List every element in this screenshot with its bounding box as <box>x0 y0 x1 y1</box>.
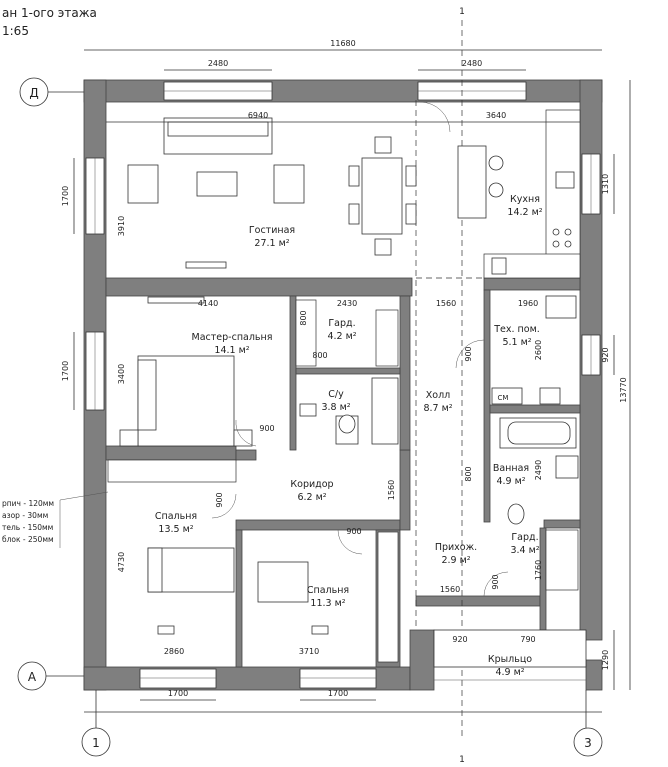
room-bedroom1-area: 13.5 м² <box>158 524 193 535</box>
room-kitchen-name: Кухня <box>510 194 540 205</box>
dim-dressing-small: 800 <box>299 310 308 325</box>
room-bath-area: 4.9 м² <box>496 476 525 487</box>
axis-a-label: А <box>28 670 37 684</box>
room-master-name: Мастер-спальня <box>192 332 273 343</box>
dim-left-window-mid: 1700 <box>61 361 70 381</box>
furniture <box>107 109 587 681</box>
dim-bedroom-door: 900 <box>215 492 224 507</box>
room-living-area: 27.1 м² <box>254 238 289 249</box>
dim-bottom-left-width: 2860 <box>164 647 184 656</box>
dim-bedroom-height: 4730 <box>117 552 126 572</box>
dim-kitchen-width: 3640 <box>486 111 506 120</box>
dimension-lines <box>73 49 631 730</box>
door-swings <box>211 101 509 597</box>
room-wc-name: С/у <box>328 389 344 400</box>
dim-bath-door: 800 <box>464 466 473 481</box>
dim-tech-height: 2600 <box>534 340 543 360</box>
dimension-labels: 11680 2480 2480 6940 3640 3910 4140 2430… <box>61 39 628 698</box>
dim-entry-door: 900 <box>491 574 500 589</box>
dim-hall-door: 900 <box>464 346 473 361</box>
dim-tech-width: 1960 <box>518 299 538 308</box>
room-bedroom2-area: 11.3 м² <box>310 598 345 609</box>
room-hall-area: 8.7 м² <box>423 403 452 414</box>
room-entry-area: 2.9 м² <box>441 555 470 566</box>
axis-1-label: 1 <box>92 736 100 750</box>
dim-dressing2-height: 1760 <box>534 560 543 580</box>
dim-right-window-kitchen: 1310 <box>601 174 610 194</box>
dim-top-window-left: 2480 <box>208 59 228 68</box>
legend-block: блок - 250мм <box>2 535 54 544</box>
axis-3-label: 3 <box>584 736 592 750</box>
dim-porch-height: 1290 <box>601 650 610 670</box>
room-living-name: Гостиная <box>249 225 295 236</box>
dim-left-window-top: 1700 <box>61 186 70 206</box>
room-corridor-name: Коридор <box>290 479 333 490</box>
room-entry-name: Прихож. <box>435 542 477 553</box>
legend-insulation: тель - 150мм <box>2 523 53 532</box>
axis-d-label: Д <box>29 86 38 100</box>
room-bedroom1-name: Спальня <box>155 511 197 522</box>
dim-dressing-width: 2430 <box>337 299 357 308</box>
dim-living-height: 3910 <box>117 216 126 236</box>
axis-markers: Д А 1 3 1 1 <box>17 7 603 765</box>
dim-right-window-tech: 920 <box>601 347 610 362</box>
dim-master-door: 900 <box>259 424 274 433</box>
room-porch-area: 4.9 м² <box>495 667 524 678</box>
washer-label: СМ <box>498 394 509 402</box>
axis-1-marker <box>81 727 111 757</box>
dim-master-height: 3400 <box>117 364 126 384</box>
dim-dressing-door: 800 <box>312 351 327 360</box>
wall-legend: рпич - 120мм азор - 30мм тель - 150мм бл… <box>2 491 109 548</box>
dim-bottom-window-left: 1700 <box>168 689 188 698</box>
dim-top-window-right: 2480 <box>462 59 482 68</box>
dim-overall-width: 11680 <box>330 39 355 48</box>
room-porch-name: Крыльцо <box>488 654 532 665</box>
windows <box>85 81 601 689</box>
section-top-label: 1 <box>459 7 465 17</box>
room-dressing2-area: 3.4 м² <box>510 545 539 556</box>
room-bedroom2-name: Спальня <box>307 585 349 596</box>
room-kitchen-area: 14.2 м² <box>507 207 542 218</box>
legend-brick: рпич - 120мм <box>2 499 54 508</box>
dim-bottom-window-right: 1700 <box>328 689 348 698</box>
dim-porch-left: 920 <box>452 635 467 644</box>
legend-gap: азор - 30мм <box>2 511 48 520</box>
room-labels: Гостиная 27.1 м² Кухня 14.2 м² Мастер-сп… <box>155 194 543 678</box>
dim-living-width: 6940 <box>248 111 268 120</box>
room-tech-name: Тех. пом. <box>493 324 540 335</box>
room-dressing1-name: Гард. <box>328 318 355 329</box>
plan-scale: 1:65 <box>2 24 29 38</box>
room-master-area: 14.1 м² <box>214 345 249 356</box>
dim-bedroom2-door: 900 <box>346 527 361 536</box>
room-wc-area: 3.8 м² <box>321 402 350 413</box>
plan-title: ан 1-ого этажа <box>2 6 97 20</box>
room-dressing1-area: 4.2 м² <box>327 331 356 342</box>
dim-overall-height: 13770 <box>619 377 628 402</box>
dim-bottom-mid-width: 3710 <box>299 647 319 656</box>
dim-master-width: 4140 <box>198 299 218 308</box>
dim-corridor-width: 1560 <box>387 480 396 500</box>
room-bath-name: Ванная <box>493 463 529 474</box>
dim-hall-width: 1560 <box>436 299 456 308</box>
room-corridor-area: 6.2 м² <box>297 492 326 503</box>
section-bottom-label: 1 <box>459 755 465 765</box>
dim-porch-right: 790 <box>520 635 535 644</box>
room-hall-name: Холл <box>426 390 450 401</box>
room-dressing2-name: Гард. <box>511 532 538 543</box>
axis-3-marker <box>573 727 603 757</box>
room-tech-area: 5.1 м² <box>502 337 531 348</box>
dim-entry-width: 1560 <box>440 585 460 594</box>
dim-bath-height: 2490 <box>534 460 543 480</box>
